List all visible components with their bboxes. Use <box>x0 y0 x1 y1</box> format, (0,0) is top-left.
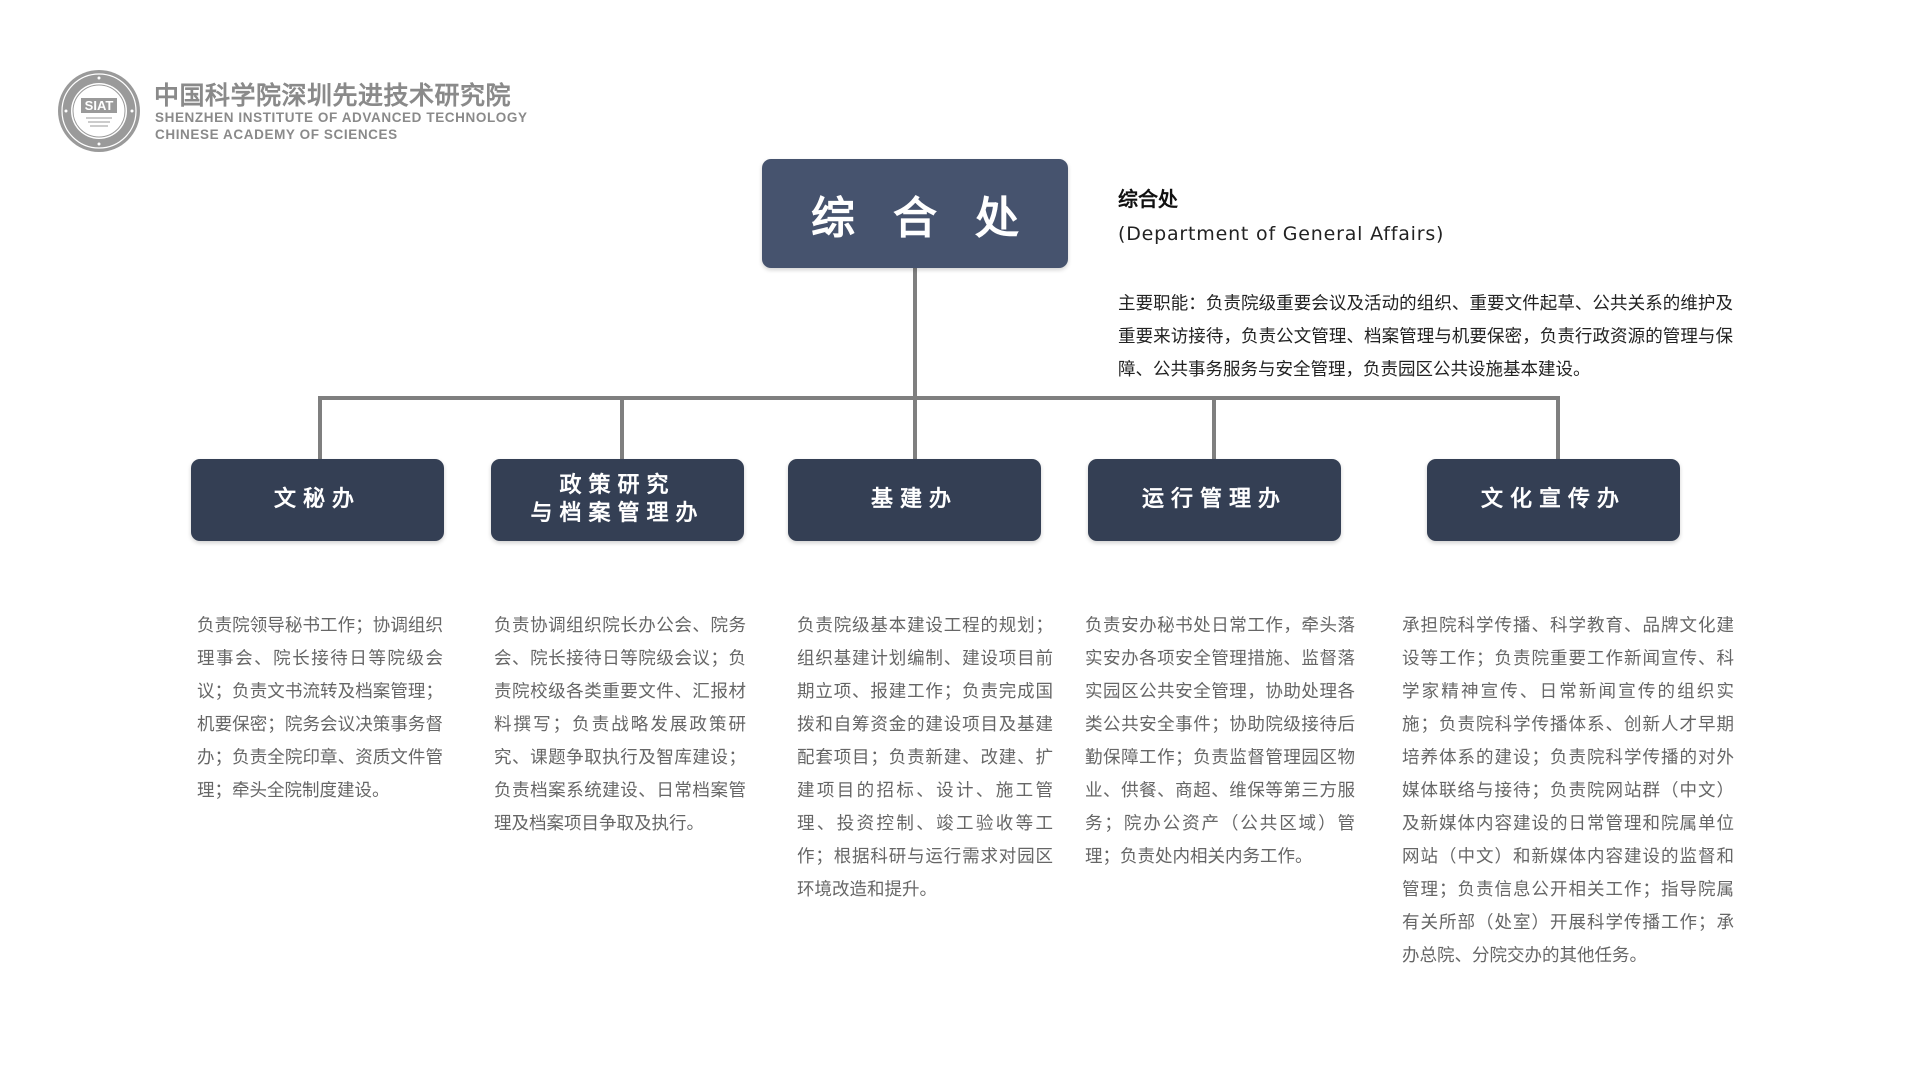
office-label: 文秘办 <box>273 487 361 512</box>
department-box: 综合处 <box>762 159 1068 268</box>
institute-name-en-line2: CHINESE ACADEMY OF SCIENCES <box>155 127 398 142</box>
office-box-operations: 运行管理办 <box>1088 459 1341 541</box>
office-description-operations: 负责安办秘书处日常工作，牵头落实安办各项安全管理措施、监督落实园区公共安全管理，… <box>1085 616 1355 867</box>
department-duties: 主要职能：负责院级重要会议及活动的组织、重要文件起草、公共关系的维护及重要来访接… <box>1118 294 1733 380</box>
office-description-infrastructure: 负责院级基本建设工程的规划；组织基建计划编制、建设项目前期立项、报建工作；负责完… <box>797 616 1053 900</box>
office-box-policy-archives: 政策研究 与档案管理办 <box>491 459 744 541</box>
institute-logo: SIAT 中国科学院深圳先进技术研究院 SHENZHEN INSTITUTE O… <box>56 68 556 158</box>
office-box-secretariat: 文秘办 <box>191 459 444 541</box>
office-label: 基建办 <box>870 487 958 512</box>
department-title-en: (Department of General Affairs) <box>1118 223 1445 245</box>
office-label: 运行管理办 <box>1141 487 1287 512</box>
siat-seal-icon: SIAT <box>58 70 140 152</box>
office-label: 政策研究 与档案管理办 <box>530 473 705 526</box>
office-description-policy-archives: 负责协调组织院长办公会、院务会、院长接待日等院级会议；负责院校级各类重要文件、汇… <box>494 616 746 834</box>
office-label: 文化宣传办 <box>1480 487 1626 512</box>
office-description-culture-publicity: 承担院科学传播、科学教育、品牌文化建设等工作；负责院重要工作新闻宣传、科学家精神… <box>1402 616 1734 966</box>
department-title: 综合处 <box>1118 187 1178 211</box>
office-box-culture-publicity: 文化宣传办 <box>1427 459 1680 541</box>
institute-name-en-line1: SHENZHEN INSTITUTE OF ADVANCED TECHNOLOG… <box>155 110 528 125</box>
institute-name-cn: 中国科学院深圳先进技术研究院 <box>154 81 512 110</box>
seal-text: SIAT <box>85 98 114 113</box>
department-box-label: 综合处 <box>811 192 1057 244</box>
office-box-infrastructure: 基建办 <box>788 459 1041 541</box>
office-description-secretariat: 负责院领导秘书工作；协调组织理事会、院长接待日等院级会议；负责文书流转及档案管理… <box>197 616 443 801</box>
